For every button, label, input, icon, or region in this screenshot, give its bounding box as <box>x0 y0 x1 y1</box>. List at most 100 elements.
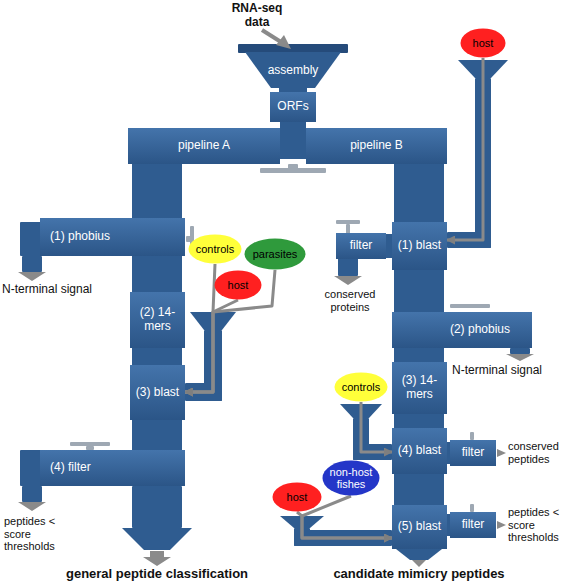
node-label: ORFs <box>277 100 308 114</box>
filter-branch: filter <box>336 233 386 259</box>
node-label: (1) blast <box>398 239 441 253</box>
input-ellipse: host <box>214 270 262 300</box>
pipe-section: ORFs <box>270 92 316 122</box>
outlet-arrow <box>334 276 362 285</box>
input-arrow <box>185 264 215 392</box>
funnel-fill <box>245 52 341 88</box>
pipe-section: (1) blast <box>392 222 447 270</box>
valve <box>336 220 360 224</box>
input-arrow <box>447 58 483 240</box>
valve <box>470 432 474 440</box>
output-label: peptides < score thresholds <box>508 506 566 544</box>
pipe-section: pipeline A <box>128 128 280 164</box>
output-label: N-terminal signal <box>2 283 132 297</box>
valve <box>450 304 490 308</box>
node-label: (2) 14-mers <box>133 306 182 334</box>
outlet-arrow <box>497 449 506 457</box>
node-label: controls <box>196 243 235 255</box>
pipe-section: (3) 14-mers <box>392 362 447 414</box>
pipeline-result: general peptide classification <box>32 567 282 582</box>
node-label: filter <box>462 446 485 460</box>
input-arrow <box>262 30 281 42</box>
input-ellipse: parasites <box>244 238 306 270</box>
valve-stem <box>288 164 298 170</box>
pipe-connector <box>394 348 444 362</box>
ellipse-fill <box>189 235 242 264</box>
node-label: host <box>473 37 494 49</box>
pipe-section: (2) 14-mers <box>130 292 185 348</box>
output-funnel <box>396 549 442 560</box>
node-label: (5) blast <box>398 520 441 534</box>
ellipse-fill <box>215 271 262 300</box>
node-label: parasites <box>253 248 298 260</box>
outlet-pipe <box>22 486 42 502</box>
output-funnel <box>122 528 192 550</box>
input-ellipse: controls <box>188 234 242 264</box>
node-label: (2) phobius <box>450 323 510 337</box>
ellipse-fill <box>323 461 380 496</box>
pipe-section: (4) blast <box>392 428 447 474</box>
funnel: assembly <box>245 52 341 88</box>
main-pipe <box>132 486 182 528</box>
outlet-arrow <box>18 272 46 281</box>
input-arrow-head <box>276 35 291 49</box>
output-arrow <box>143 551 171 566</box>
pipe-connector <box>293 122 306 146</box>
outlet-arrow <box>506 354 534 361</box>
input-ellipse: host <box>460 28 506 58</box>
output-arrow <box>412 560 426 567</box>
node-label: pipeline B <box>350 139 403 153</box>
outlet-pipe <box>338 258 358 276</box>
pipe-section: pipeline B <box>306 128 447 164</box>
input-arrow <box>297 512 392 538</box>
input-ellipse: host <box>272 482 322 512</box>
pipe-connector <box>394 414 444 428</box>
ellipse-fill <box>245 239 306 270</box>
pipe-branch: (1) phobius <box>40 218 185 256</box>
node-label: (3) blast <box>136 386 179 400</box>
pipe-branch: (4) filter <box>40 450 185 486</box>
pipe-branch: (2) phobius <box>392 312 532 348</box>
ellipse-fill <box>273 483 322 512</box>
output-label: conserved proteins <box>314 288 386 313</box>
pipe-connector <box>394 164 444 222</box>
node-label: host <box>228 279 249 291</box>
pipe-section: (3) blast <box>130 365 185 420</box>
input-ellipse: controls <box>334 372 388 402</box>
node-label: assembly <box>268 63 319 77</box>
outlet-arrow <box>497 521 506 529</box>
input-label: RNA-seq data <box>226 2 288 30</box>
node-label: (1) phobius <box>50 230 110 244</box>
pipe-connector <box>132 256 182 292</box>
output-label: conserved peptides <box>508 440 566 465</box>
output-label: N-terminal signal <box>452 364 566 378</box>
ellipse-fill <box>335 373 388 402</box>
node-label: (4) filter <box>50 461 91 475</box>
node-label: non-host fishes <box>324 466 378 490</box>
filter-branch: filter <box>450 512 496 538</box>
node-label: (4) blast <box>398 444 441 458</box>
pipe-connector <box>394 270 444 312</box>
node-label: pipeline A <box>178 139 230 153</box>
pipe-connector <box>132 420 182 450</box>
node-label: filter <box>462 518 485 532</box>
valve <box>470 504 474 512</box>
node-label: controls <box>342 381 381 393</box>
node-label: filter <box>350 239 373 253</box>
valve <box>70 442 110 446</box>
ellipse-fill <box>461 29 506 58</box>
outlet-pipe <box>510 348 530 354</box>
outlet-pipe <box>22 256 42 272</box>
input-arrow <box>185 270 275 392</box>
input-ellipse: non-host fishes <box>322 460 380 496</box>
output-label: peptides < score thresholds <box>4 515 76 553</box>
node-label: (3) 14-mers <box>395 374 444 402</box>
funnel-rim <box>238 44 348 53</box>
pipe-section: (5) blast <box>392 505 447 549</box>
node-label: host <box>287 491 308 503</box>
outlet-arrow <box>18 502 46 511</box>
pipeline-result: candidate mimicry peptides <box>294 567 544 582</box>
input-arrow <box>361 402 392 452</box>
pipe-connector <box>132 164 182 218</box>
